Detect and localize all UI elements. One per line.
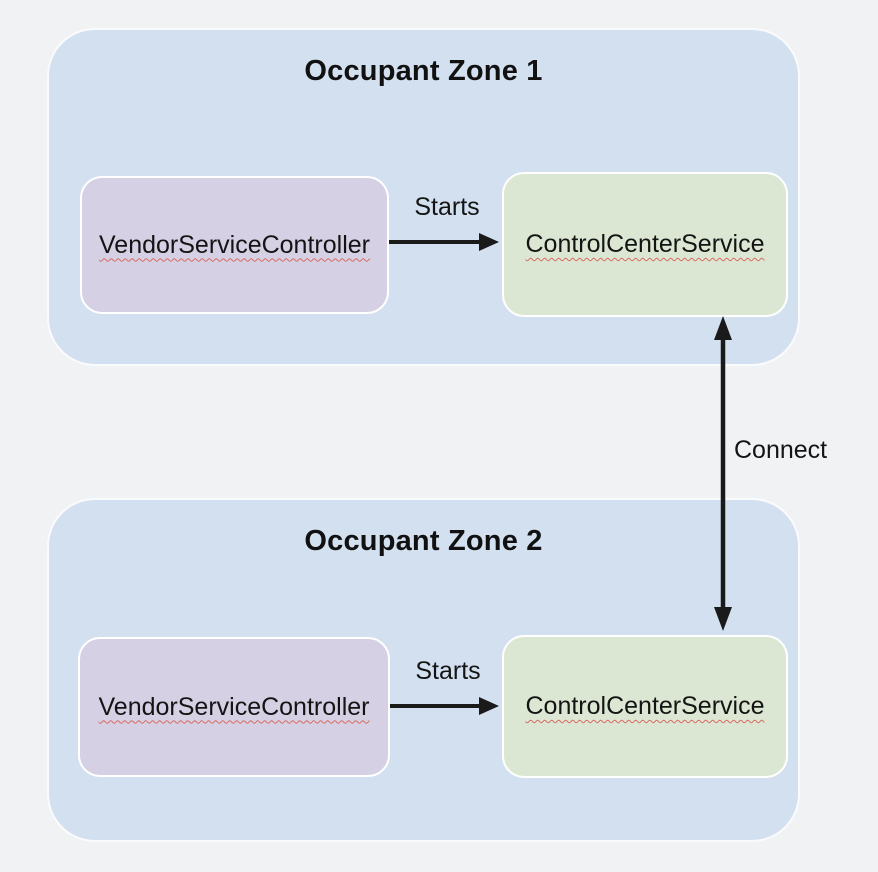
vendor-service-controller-label: VendorServiceController bbox=[99, 230, 370, 259]
control-center-service-node-zone2: ControlCenterService bbox=[502, 635, 788, 778]
starts-edge-label-zone2: Starts bbox=[415, 657, 481, 685]
control-center-service-node-zone1: ControlCenterService bbox=[502, 172, 788, 317]
occupant-zone-1: Occupant Zone 1 VendorServiceController … bbox=[47, 28, 800, 366]
vendor-service-controller-node-zone2: VendorServiceController bbox=[78, 637, 390, 777]
connect-edge-label: Connect bbox=[734, 436, 828, 464]
starts-edge-label-zone1: Starts bbox=[414, 193, 480, 221]
control-center-service-label: ControlCenterService bbox=[525, 692, 765, 720]
zone-2-title: Occupant Zone 2 bbox=[304, 525, 543, 557]
vendor-service-controller-label: VendorServiceController bbox=[98, 692, 370, 721]
occupant-zone-2: Occupant Zone 2 VendorServiceController … bbox=[47, 498, 800, 842]
control-center-service-label: ControlCenterService bbox=[525, 230, 765, 258]
vendor-service-controller-node-zone1: VendorServiceController bbox=[80, 176, 389, 314]
zone-1-title: Occupant Zone 1 bbox=[304, 55, 543, 87]
